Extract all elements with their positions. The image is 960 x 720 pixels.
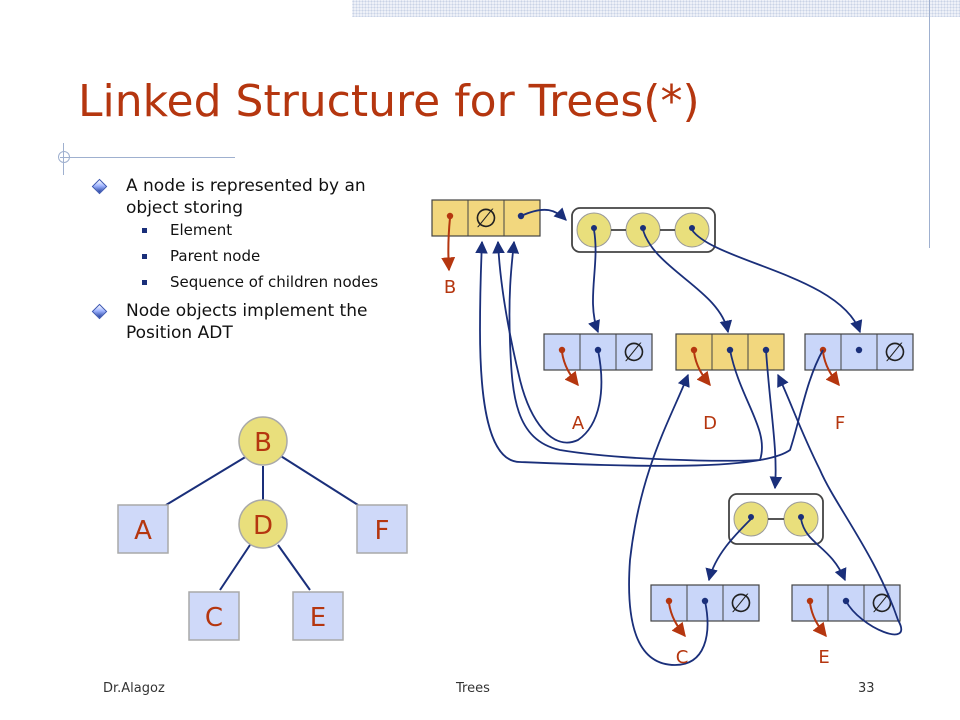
footer-topic: Trees [456, 681, 490, 696]
node-object-e: ∅ [791, 584, 901, 622]
child-link-e [800, 518, 847, 582]
title-crosshair-ring [58, 151, 70, 163]
tree-edge-b-a [165, 452, 253, 506]
child-link-d [642, 229, 733, 334]
element-label-e: E [818, 647, 829, 668]
element-arrows [441, 217, 840, 638]
tree-node-c-label: C [205, 603, 223, 633]
title-underline [60, 157, 235, 158]
null-symbol: ∅ [730, 589, 753, 619]
tree-node-f-box [356, 504, 408, 554]
children-pointer-d [765, 349, 783, 490]
element-arrow-f [822, 351, 840, 387]
tree-node-d-circle [238, 499, 288, 549]
tree-node-b-circle [238, 416, 288, 466]
node-object-a: ∅ [543, 333, 653, 371]
element-arrow-e [809, 602, 827, 638]
node-object-c: ∅ [650, 584, 760, 622]
sub-bullet-children-sequence: Sequence of children nodes [126, 274, 392, 291]
bullet-node-storage: A node is represented by an object stori… [92, 175, 392, 291]
bullet-list: A node is represented by an object stori… [92, 175, 392, 348]
parent-link-f [475, 240, 824, 467]
child-link-a [588, 229, 600, 334]
tree-node-c-box [188, 591, 240, 641]
tree-node-d-label: D [253, 511, 273, 541]
tree-node-b-label: B [254, 428, 272, 458]
slide-title: Linked Structure for Trees(*) [78, 76, 700, 127]
element-arrow-d [693, 351, 711, 387]
tree-edge-d-e [277, 544, 311, 591]
null-symbol: ∅ [884, 338, 907, 368]
tree-node-a-box [117, 504, 169, 554]
child-link-c [705, 518, 752, 582]
children-pointer-b [520, 207, 567, 221]
decorative-vertical-line [929, 0, 930, 248]
bullet-position-adt: Node objects implement the Position ADT [92, 300, 392, 344]
parent-link-a [492, 240, 603, 444]
footer-author: Dr.Alagoz [103, 681, 165, 696]
element-arrow-c [668, 602, 686, 638]
element-label-c: C [676, 647, 689, 668]
footer-page-number: 33 [858, 681, 875, 696]
tree-node-f-label: F [375, 516, 390, 546]
parent-link-d [506, 240, 763, 462]
element-arrow-b [441, 217, 456, 272]
parent-link-e [777, 373, 902, 636]
element-label-d: D [703, 413, 717, 434]
child-link-f [691, 229, 863, 334]
element-arrow-a [561, 351, 579, 387]
tree-node-e-label: E [310, 603, 326, 633]
tree-node-a-label: A [134, 516, 152, 546]
null-symbol: ∅ [871, 589, 894, 619]
tree-node-e-box [292, 591, 344, 641]
parent-link-c [628, 373, 709, 666]
tree-edges [165, 452, 359, 591]
linked-structure: ∅ ∅ [431, 199, 914, 668]
bullet-text: A node is represented by an object stori… [126, 176, 366, 218]
sub-bullet-parent-node: Parent node [126, 248, 392, 265]
tree-edge-b-f [275, 452, 359, 506]
element-label-a: A [572, 413, 585, 434]
pointer-arrows [475, 207, 902, 666]
decorative-dotted-band [352, 0, 960, 17]
tree-edge-d-c [219, 544, 251, 591]
element-label-b: B [444, 277, 456, 298]
sub-bullet-list: Element Parent node Sequence of children… [126, 222, 392, 291]
sub-bullet-element: Element [126, 222, 392, 239]
null-symbol: ∅ [623, 338, 646, 368]
element-label-f: F [835, 413, 845, 434]
null-symbol: ∅ [475, 204, 498, 234]
tree-diagram: B A D F C E [117, 416, 408, 641]
